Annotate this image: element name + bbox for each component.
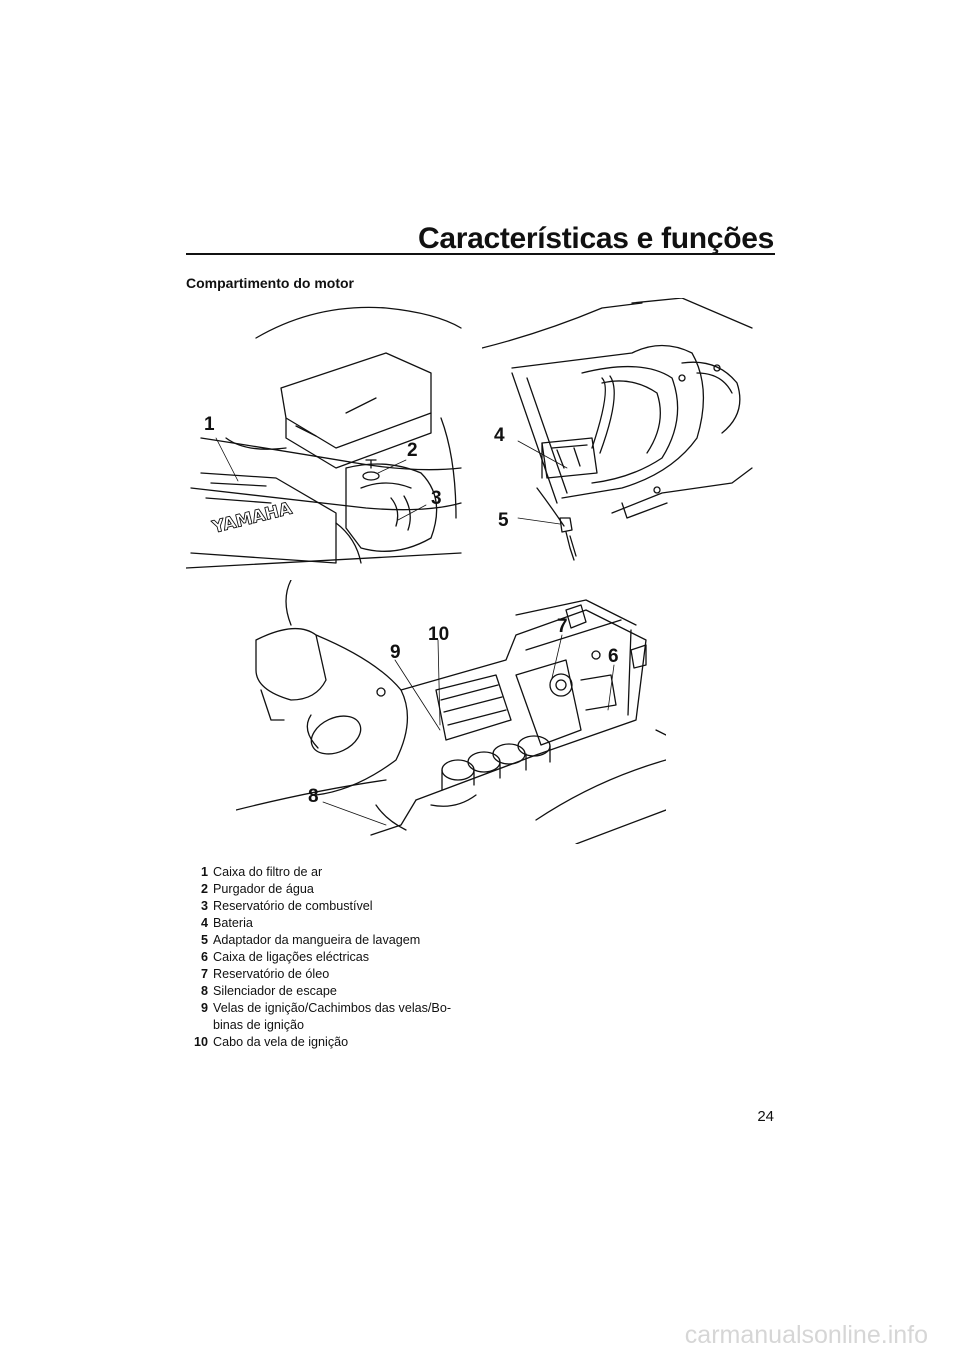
legend-item-number: 10 (193, 1035, 208, 1049)
legend-item: 8 Silenciador de escape (186, 983, 468, 1000)
legend-item-text: Bateria (213, 916, 253, 930)
callout-8: 8 (308, 786, 319, 807)
legend-item-number: 5 (200, 933, 208, 947)
legend-item: 6 Caixa de ligações eléctricas (186, 949, 468, 966)
illustration-engine-compartment: 6 7 8 9 10 (236, 580, 666, 844)
callout-6: 6 (608, 646, 619, 667)
legend-item: 7 Reservatório de óleo (186, 966, 468, 983)
callout-5: 5 (498, 510, 509, 531)
legend-item-number: 1 (200, 865, 208, 879)
legend-item: 1 Caixa do filtro de ar (186, 864, 468, 881)
title-rule (186, 253, 775, 255)
parts-legend: 1 Caixa do filtro de ar 2 Purgador de água… (186, 864, 468, 1051)
legend-item-text: Cabo da vela de ignição (213, 1035, 349, 1049)
legend-item-text: Reservatório de combustível (213, 899, 373, 913)
callout-9: 9 (390, 642, 401, 663)
legend-item-number: 7 (200, 967, 208, 981)
callout-4: 4 (494, 425, 505, 446)
legend-item-text: Velas de ignição/Cachimbos das velas/Bo-… (213, 1001, 452, 1032)
legend-item-text: Purgador de água (213, 882, 314, 896)
page-number: 24 (757, 1108, 774, 1125)
legend-item-text: Caixa do filtro de ar (213, 865, 323, 879)
section-title: Compartimento do motor (186, 275, 354, 291)
legend-item-text: Adaptador da mangueira de lavagem (213, 933, 421, 947)
callout-1: 1 (204, 414, 215, 435)
callout-2: 2 (407, 440, 418, 461)
legend-item: 2 Purgador de água (186, 881, 468, 898)
legend-item-number: 2 (200, 882, 208, 896)
legend-item-number: 3 (200, 899, 208, 913)
callout-10: 10 (428, 624, 449, 645)
legend-item-number: 4 (200, 916, 208, 930)
legend-item: 5 Adaptador da mangueira de lavagem (186, 932, 468, 949)
illustration-air-filter-fuel-tank: YAMAHA 1 2 3 (186, 298, 466, 570)
watermark: carmanualsonline.info (684, 1321, 928, 1349)
page-title: Características e funções (417, 222, 774, 255)
hull-yamaha-lettering: YAMAHA (209, 499, 295, 539)
engine-bay-drawing-1: YAMAHA 1 2 3 (186, 306, 462, 569)
legend-item: 10 Cabo da vela de ignição (186, 1034, 468, 1051)
legend-item-number: 6 (200, 950, 208, 964)
legend-item-number: 8 (200, 984, 208, 998)
legend-item: 9 Velas de ignição/Cachimbos das velas/Bo… (186, 1000, 468, 1034)
legend-item: 3 Reservatório de combustível (186, 898, 468, 915)
legend-item-text: Reservatório de óleo (213, 967, 330, 981)
engine-bay-drawing-2: 4 5 (482, 298, 753, 561)
callout-3: 3 (431, 488, 442, 509)
legend-item-text: Silenciador de escape (213, 984, 337, 998)
legend-item-text: Caixa de ligações eléctricas (213, 950, 370, 964)
engine-bay-drawing-3: 6 7 8 9 10 (236, 580, 666, 844)
illustration-battery-flush-adapter: 4 5 (482, 298, 758, 570)
legend-item: 4 Bateria (186, 915, 468, 932)
legend-item-number: 9 (200, 1001, 208, 1015)
callout-7: 7 (557, 616, 568, 637)
